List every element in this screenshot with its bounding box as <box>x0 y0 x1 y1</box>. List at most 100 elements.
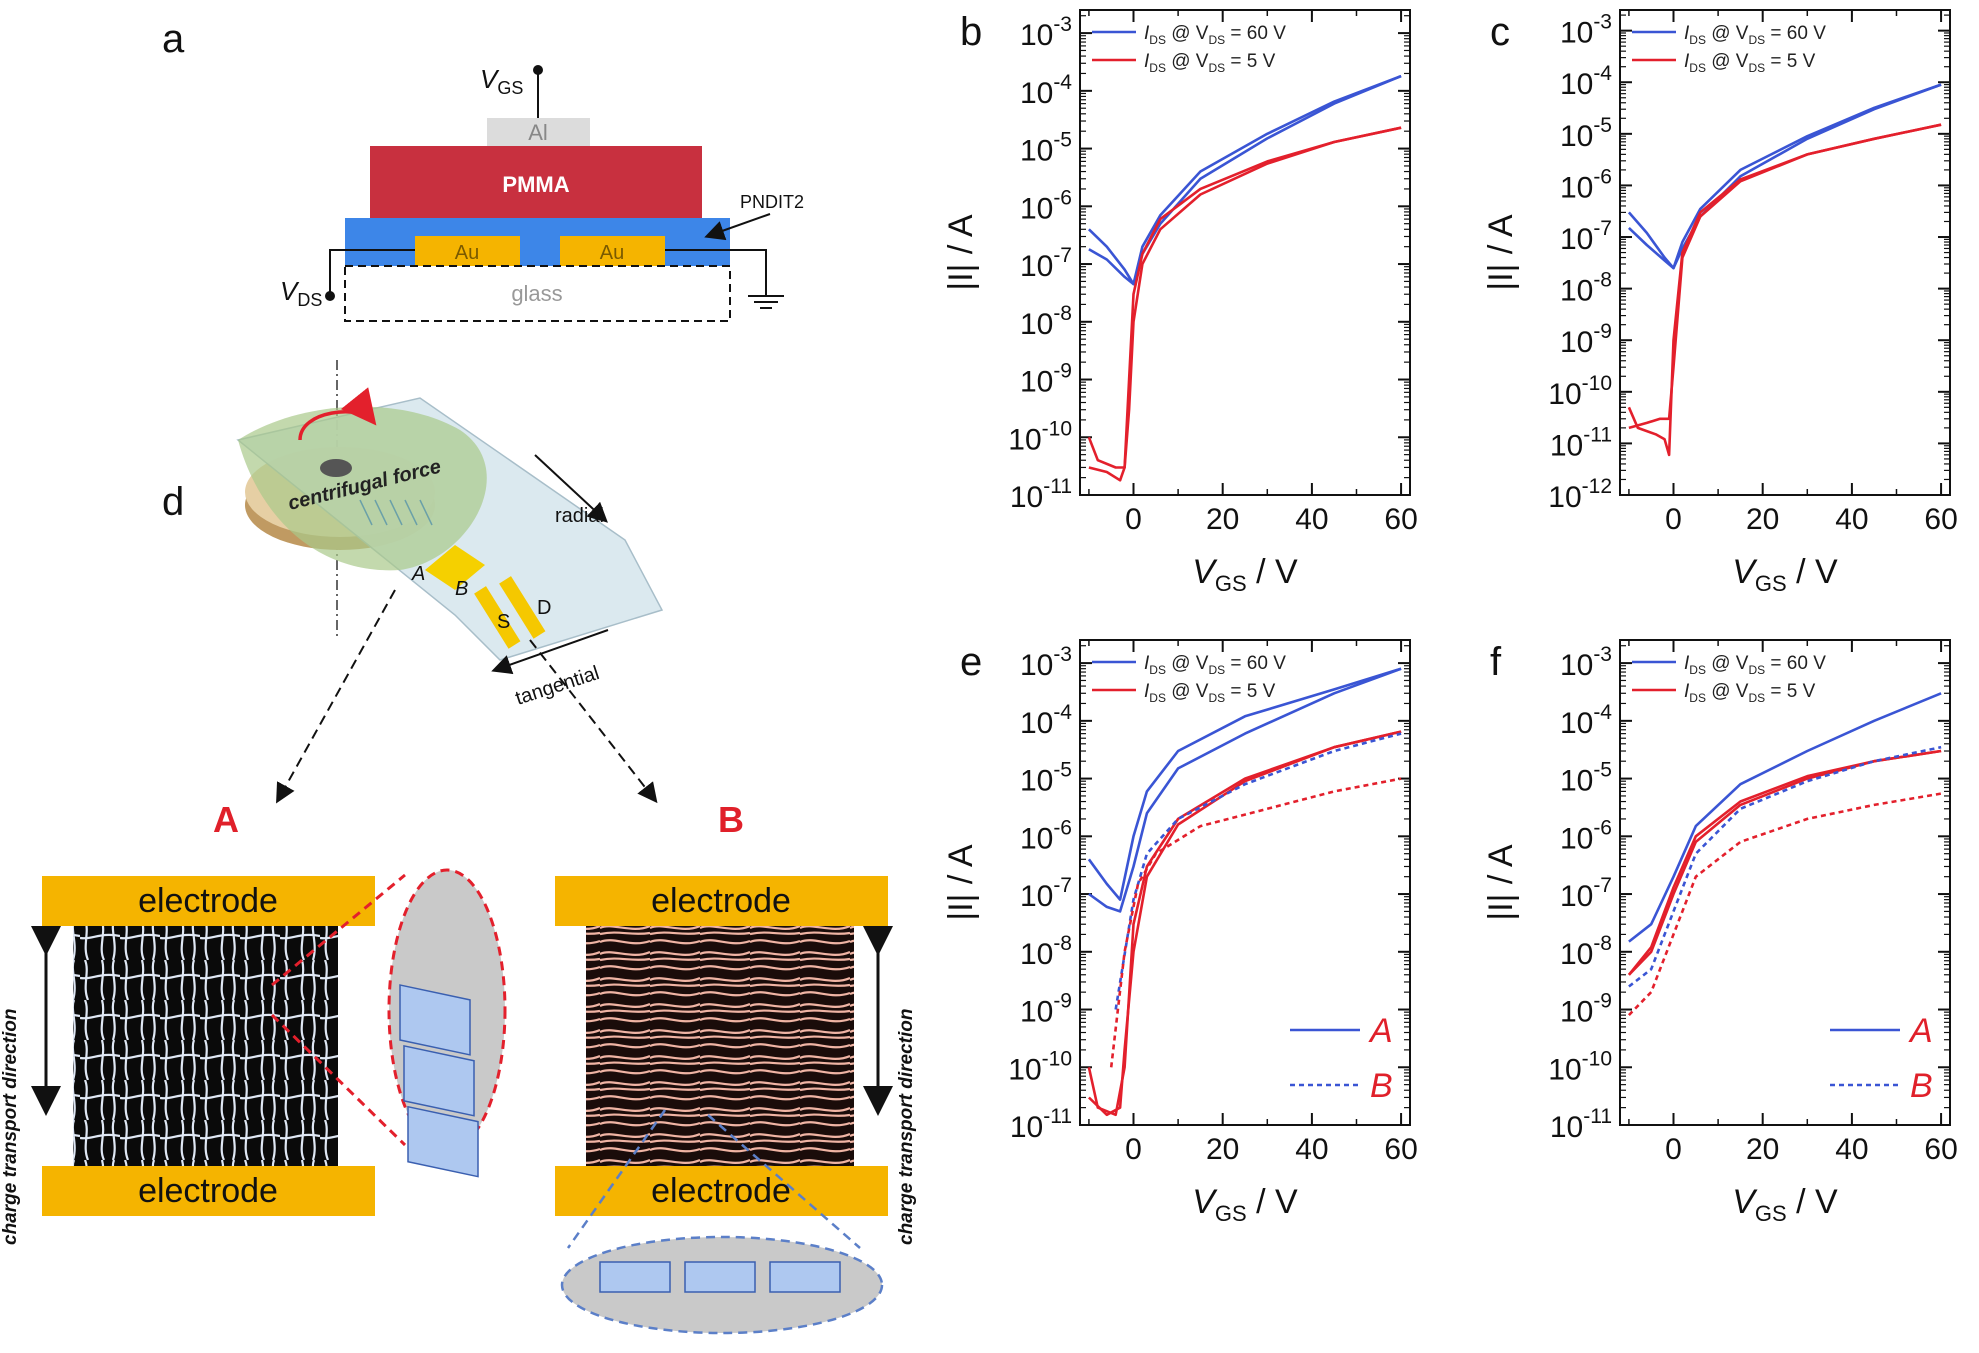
series-line <box>1087 667 1402 901</box>
y-tick-label: 10-4 <box>1020 71 1072 110</box>
series-line <box>1088 667 1402 913</box>
panel-f-letter: f <box>1490 640 1502 684</box>
vgs-label: VGS <box>480 64 523 98</box>
electrode-bottom-b-label: electrode <box>651 1172 791 1210</box>
x-axis-label: VGS / V <box>1192 1183 1298 1226</box>
x-tick-label: 60 <box>1384 1133 1417 1166</box>
series-line <box>1109 777 1402 1068</box>
y-tick-label: 10-3 <box>1560 643 1612 682</box>
panel-d: d centrifugal force A B S D radial tange… <box>162 360 664 804</box>
al-gate <box>487 118 590 146</box>
region-a-marker: A <box>411 563 425 585</box>
x-tick-label: 40 <box>1835 503 1868 536</box>
panel-a: a Al VGS PMMA Au Au PNDIT2 glass VDS <box>162 17 804 322</box>
legend-solid-label: A <box>1908 1012 1933 1050</box>
x-tick-label: 20 <box>1746 503 1779 536</box>
legend-dotted-label: B <box>1910 1067 1933 1105</box>
series-line <box>1087 126 1402 469</box>
zoom-line-b1 <box>566 1109 667 1249</box>
electrode-bottom-a <box>42 1166 375 1216</box>
y-tick-label: 10-4 <box>1560 62 1612 101</box>
radial-arrow <box>534 454 608 523</box>
x-tick-label: 0 <box>1125 503 1142 536</box>
y-tick-label: 10-6 <box>1020 186 1072 225</box>
au-label-1: Au <box>455 242 479 264</box>
fiber-network-a <box>73 926 338 1166</box>
y-tick-label: 10-8 <box>1560 269 1612 308</box>
pmma-layer <box>370 146 702 218</box>
x-tick-label: 40 <box>1295 503 1328 536</box>
vds-terminal <box>325 291 335 301</box>
y-tick-label: 10-7 <box>1020 874 1072 913</box>
morphology-b: B electrode electrode charge transport d… <box>555 799 917 1335</box>
tangential-label: tangential <box>513 662 602 710</box>
y-axis-label: |I| / A <box>1482 844 1520 921</box>
charge-dir-label-a: charge transport direction <box>0 1009 21 1246</box>
series-line <box>1627 749 1942 976</box>
y-tick-label: 10-9 <box>1020 360 1072 399</box>
y-tick-label: 10-5 <box>1560 759 1612 798</box>
y-tick-label: 10-5 <box>1020 759 1072 798</box>
y-tick-label: 10-9 <box>1560 990 1612 1029</box>
zoom-arrow-b <box>529 639 658 804</box>
y-tick-label: 10-11 <box>1010 1105 1072 1144</box>
y-tick-label: 10-3 <box>1020 643 1072 682</box>
legend-entry: IDS @ VDS = 5 V <box>1684 681 1816 705</box>
series-line <box>1087 74 1402 286</box>
legend-entry: IDS @ VDS = 5 V <box>1144 51 1276 75</box>
legend-entry: IDS @ VDS = 60 V <box>1684 653 1826 677</box>
polymer-solution <box>238 406 487 571</box>
series-line <box>1627 83 1942 270</box>
x-tick-label: 20 <box>1206 1133 1239 1166</box>
plot-frame <box>1079 9 1411 496</box>
au-label-2: Au <box>600 242 624 264</box>
y-tick-label: 10-7 <box>1560 217 1612 256</box>
y-tick-label: 10-12 <box>1548 475 1612 514</box>
pndit2-arrow <box>704 213 771 241</box>
panel-a-letter: a <box>162 17 185 61</box>
x-tick-label: 0 <box>1665 503 1682 536</box>
x-tick-label: 60 <box>1924 503 1957 536</box>
source-finger <box>474 586 521 649</box>
al-label: Al <box>528 120 548 145</box>
electrode-top-a <box>42 876 375 926</box>
y-tick-label: 10-4 <box>1560 701 1612 740</box>
y-tick-label: 10-10 <box>1548 1047 1612 1086</box>
chart-panels: b 0 20 40 60 10-11 10-10 10-9 10-8 10-7 10-6 10-5 10… <box>942 9 1958 1226</box>
x-axis-label: VGS / V <box>1732 553 1838 596</box>
region-b-marker: B <box>455 578 468 600</box>
pndit2-label: PNDIT2 <box>740 192 804 212</box>
panel-b-letter: b <box>960 10 982 54</box>
y-tick-label: 10-6 <box>1560 816 1612 855</box>
zoom-line-b2 <box>707 1114 861 1249</box>
force-arrows <box>359 499 433 526</box>
x-tick-label: 20 <box>1746 1133 1779 1166</box>
y-tick-label: 10-4 <box>1020 701 1072 740</box>
y-tick-label: 10-6 <box>1020 816 1072 855</box>
fiber-network-b <box>586 926 854 1166</box>
legend-entry: IDS @ VDS = 60 V <box>1144 653 1286 677</box>
panel-c-letter: c <box>1490 10 1510 54</box>
x-tick-label: 20 <box>1206 503 1239 536</box>
electrode-top-b <box>555 876 888 926</box>
zoom-arrow-a <box>276 589 396 804</box>
series-line <box>1627 792 1942 1017</box>
y-tick-label: 10-5 <box>1560 114 1612 153</box>
legend-entry: IDS @ VDS = 60 V <box>1684 23 1826 47</box>
series-line <box>1088 74 1402 286</box>
y-tick-label: 10-3 <box>1020 13 1072 52</box>
drain-finger <box>499 576 546 639</box>
tangential-arrow <box>491 629 609 675</box>
series-line <box>1114 732 1402 1010</box>
y-tick-label: 10-8 <box>1020 932 1072 971</box>
y-tick-label: 10-10 <box>1548 372 1612 411</box>
y-tick-label: 10-8 <box>1020 302 1072 341</box>
y-tick-label: 10-9 <box>1560 320 1612 359</box>
y-tick-label: 10-6 <box>1560 165 1612 204</box>
legend-ab: AB <box>1830 1012 1933 1105</box>
electrode-top-b-label: electrode <box>651 882 791 920</box>
